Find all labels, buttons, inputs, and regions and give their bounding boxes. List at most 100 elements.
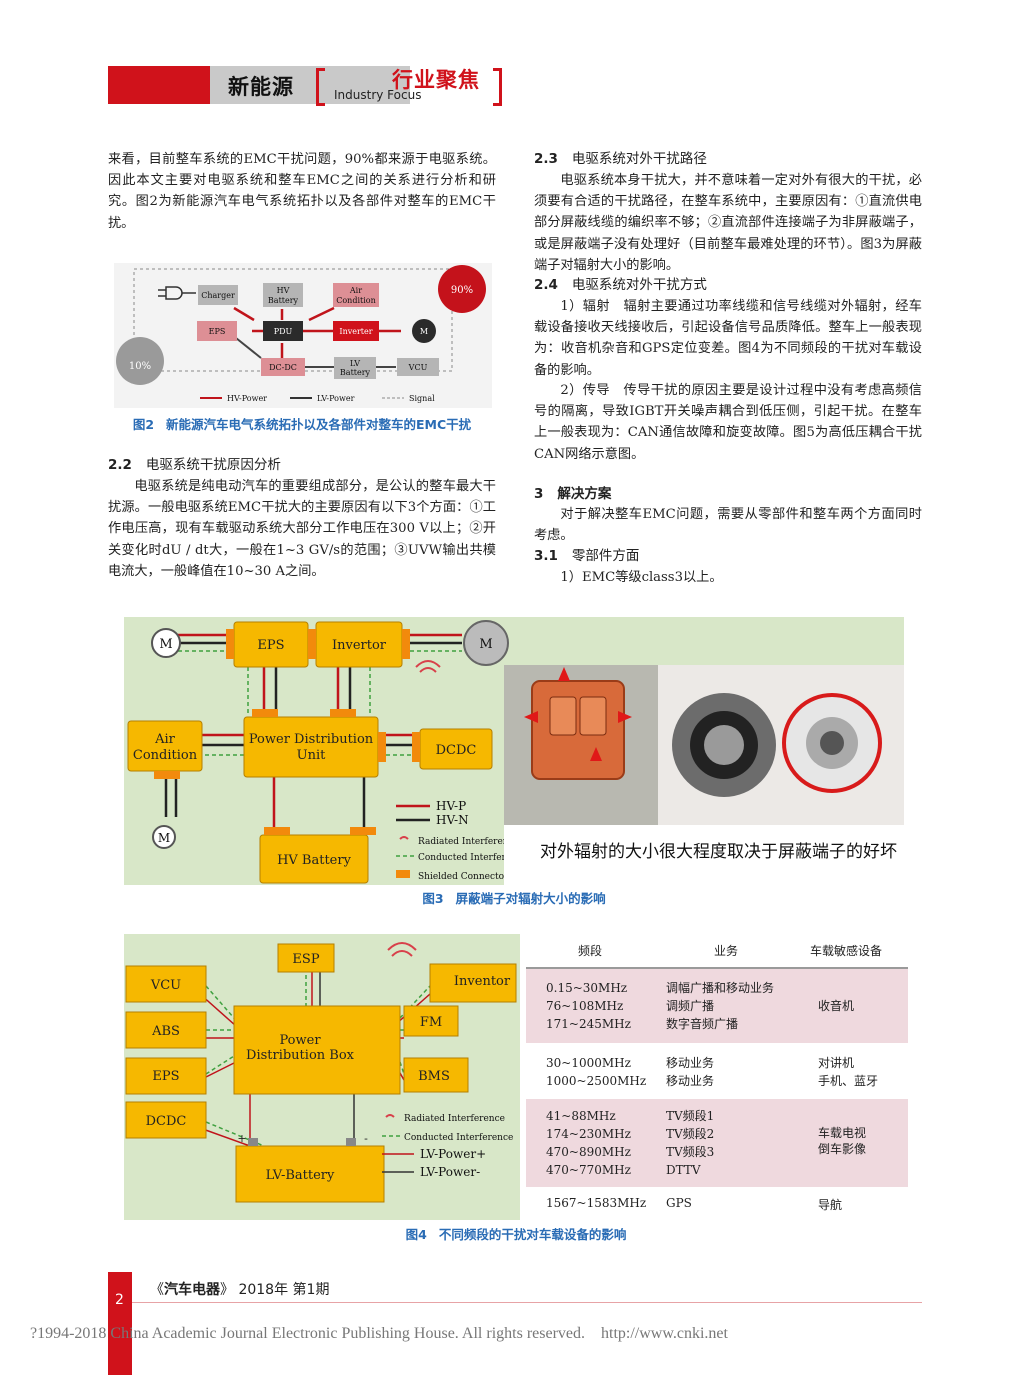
footer-issue: 2018年 第1期 xyxy=(238,1282,330,1298)
fig3-label-air2: Condition xyxy=(133,748,198,763)
table-cell-freq: 1000~2500MHz xyxy=(546,1074,647,1088)
fig3-photo-caption: 对外辐射的大小很大程度取决于屏蔽端子的好坏 xyxy=(540,842,897,862)
fig3-diagram: M M M EPS Invertor Air Condi xyxy=(127,620,904,885)
fig3-label-pdu1: Power Distribution xyxy=(249,732,374,747)
fig4-caption-text: 不同频段的干扰对车载设备的影响 xyxy=(438,1227,627,1242)
fig2-10pct-circle xyxy=(116,337,164,385)
fig3-legend-hvp: HV-P xyxy=(436,799,466,813)
fig3-caption-num: 图3 xyxy=(422,891,444,906)
table-row: 30~1000MHz 1000~2500MHz 移动业务 移动业务 对讲机 手机… xyxy=(526,1045,908,1097)
fig2-legend: HV-Power LV-Power Signal xyxy=(200,394,435,403)
fig3-label-dcdc: DCDC xyxy=(436,743,477,758)
section-2-3-num: 2.3 xyxy=(534,151,558,167)
fig2-hvbattery-box xyxy=(263,283,303,307)
fig4-label-vcu: VCU xyxy=(150,978,181,993)
section-2-3-body: 电驱系统本身干扰大，并不意味着一定对外有很大的干扰，必须要有合适的干扰路径，在整… xyxy=(534,173,922,273)
fig4-label-dcdc: DCDC xyxy=(146,1114,187,1129)
fig3-motor-left: M xyxy=(151,628,181,658)
fig4-label-abs: ABS xyxy=(151,1024,180,1039)
fig2-vcu-box xyxy=(397,358,439,376)
table-cell-freq: 41~88MHz xyxy=(546,1109,616,1123)
table-cell-freq: 1567~1583MHz xyxy=(546,1196,647,1210)
fig2-label-pdu: PDU xyxy=(274,327,293,336)
fig2-label-vcu: VCU xyxy=(408,363,428,372)
fig2-lv-lines xyxy=(235,337,396,368)
header-section-title: 新能源 xyxy=(228,75,294,99)
footer-journal-name: 汽车电器 xyxy=(164,1282,220,1298)
table-cell-service: TV频段3 xyxy=(666,1145,715,1159)
fig2-label-motor: M xyxy=(420,327,428,336)
figure-4: ESP VCU ABS EPS DCDC Power Distribution … xyxy=(124,934,908,1220)
table-cell-freq: 174~230MHz xyxy=(546,1127,631,1141)
table-row: 41~88MHz 174~230MHz 470~890MHz 470~770MH… xyxy=(526,1099,908,1187)
table-cell-service: TV频段1 xyxy=(666,1109,715,1123)
footer-journal-close: 》 xyxy=(220,1282,234,1298)
fig2-charger-box xyxy=(198,285,238,305)
table-row: 0.15~30MHz 76~108MHz 171~245MHz 调幅广播和移动业… xyxy=(526,969,908,1043)
fig2-inverter-box xyxy=(333,321,379,341)
table-cell-device: 对讲机 xyxy=(818,1056,855,1070)
table-cell-device: 倒车影像 xyxy=(818,1142,867,1156)
table-cell-freq: 30~1000MHz xyxy=(546,1056,631,1070)
header-column-en: Industry Focus xyxy=(334,88,422,102)
fig4-label-pdb2: Distribution Box xyxy=(246,1048,355,1063)
plug-icon xyxy=(158,286,196,300)
header-column-cn: 行业聚焦 xyxy=(392,68,480,92)
table-cell-device: 导航 xyxy=(818,1198,843,1212)
fig3-label-eps: EPS xyxy=(257,638,284,653)
fig4-eps-box xyxy=(125,1057,207,1095)
fig4-diagram: ESP VCU ABS EPS DCDC Power Distribution … xyxy=(125,942,517,1203)
table-row: 1567~1583MHz GPS 导航 xyxy=(526,1189,908,1220)
figure-2: Charger HV Battery Air Condition EPS PDU… xyxy=(114,263,492,408)
table-header-row: 频段 业务 车载敏感设备 xyxy=(526,934,908,969)
fig2-label-lv2: Battery xyxy=(340,368,371,377)
fig4-fm-box xyxy=(403,1005,459,1037)
fig4-legend: Radiated Interference Conducted Interfer… xyxy=(382,1114,513,1179)
fig3-legend-hvn: HV-N xyxy=(436,813,469,827)
fig3-label-invertor: Invertor xyxy=(332,638,387,653)
fig2-legend-sig: Signal xyxy=(409,394,435,403)
table-cell-service: 调幅广播和移动业务 xyxy=(666,981,775,995)
fig2-legend-lv: LV-Power xyxy=(317,394,355,403)
table-cell-service: TV频段2 xyxy=(666,1127,715,1141)
fig4-label-pdb1: Power xyxy=(279,1033,321,1048)
section-2-2-body: 电驱系统是纯电动汽车的重要组成部分，是公认的整车最大干扰源。一般电驱系统EMC干… xyxy=(108,479,496,579)
fig4-label-minus: - xyxy=(364,1132,368,1145)
table-header-device: 车载敏感设备 xyxy=(810,944,883,958)
fig4-vcu-box xyxy=(125,965,207,1003)
table-cell-service: 调频广播 xyxy=(666,999,715,1013)
fig2-label-dcdc: DC-DC xyxy=(269,363,297,372)
fig3-legend-shield-swatch xyxy=(396,870,410,878)
section-3-1-title: 零部件方面 xyxy=(571,548,640,564)
fig2-label-air2: Condition xyxy=(336,296,376,305)
section-3-body: 对于解决整车EMC问题，需要从零部件和整车两个方面同时考虑。 xyxy=(534,507,922,544)
fig4-pdb-box xyxy=(233,1005,401,1095)
table-cell-freq: 171~245MHz xyxy=(546,1017,631,1031)
fig4-dcdc-box xyxy=(125,1101,207,1139)
table-cell-device: 手机、蓝牙 xyxy=(818,1074,879,1088)
section-3-1-para-1: 1）EMC等级class3以上。 xyxy=(560,570,723,585)
fig4-terminal-minus xyxy=(346,1138,356,1146)
header-grey-block xyxy=(210,66,410,104)
fig3-pdu-box xyxy=(243,716,379,778)
footer-rule xyxy=(132,1302,922,1303)
fig3-shielded-connectors xyxy=(154,629,420,835)
section-2-4-title: 电驱系统对外干扰方式 xyxy=(571,277,707,293)
fig2-90pct-circle xyxy=(438,265,486,313)
fig2-dcdc-box xyxy=(261,358,305,376)
fig4-legend-lvp: LV-Power+ xyxy=(420,1147,486,1161)
fig3-motor-bottom-label: M xyxy=(158,831,170,845)
fig3-legend-shield: Shielded Connector xyxy=(418,872,509,882)
table-cell-freq: 76~108MHz xyxy=(546,999,624,1013)
fig4-label-eps: EPS xyxy=(152,1069,179,1084)
section-2-2-title: 电驱系统干扰原因分析 xyxy=(145,457,281,473)
fig2-label-inverter: Inverter xyxy=(339,327,372,336)
section-2-4-para-2: 2）传导 传导干扰的原因主要是设计过程中没有考虑高频信号的隔离，导致IGBT开关… xyxy=(534,383,922,462)
footer-journal-open: 《 xyxy=(150,1282,164,1298)
fig4-label-plus: + xyxy=(237,1132,246,1145)
fig2-label-eps: EPS xyxy=(209,327,226,336)
